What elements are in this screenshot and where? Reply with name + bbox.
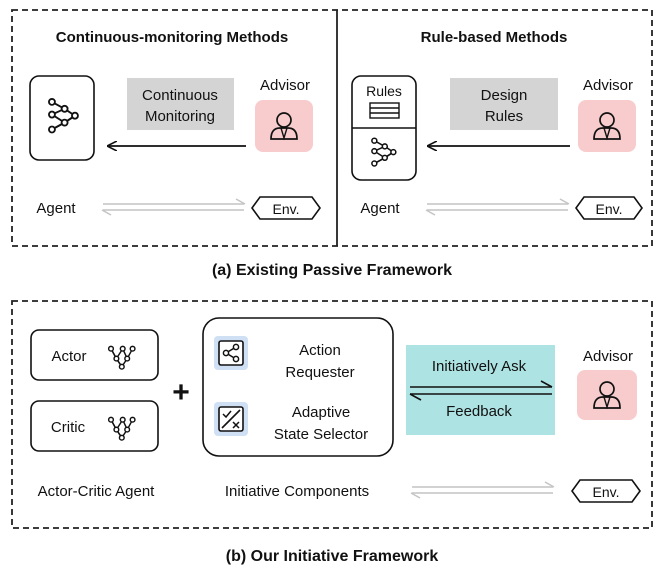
action-requester-line1: Action — [299, 342, 341, 359]
design-rules-line1: Design — [481, 87, 528, 104]
bottom-advisor-label: Advisor — [583, 348, 633, 365]
bottom-frame — [11, 300, 653, 529]
initiative-components-box — [202, 317, 394, 457]
right-advisor-label: Advisor — [583, 77, 633, 94]
feedback-label: Feedback — [446, 403, 512, 420]
initiatively-ask-label: Initiatively Ask — [432, 358, 527, 375]
rules-list-icon — [369, 102, 400, 119]
caption-a: (a) Existing Passive Framework — [212, 262, 452, 279]
right-advisor-box — [578, 100, 636, 152]
actor-critic-agent-caption: Actor-Critic Agent — [38, 483, 156, 500]
left-env-box — [251, 196, 321, 220]
bottom-env-label: Env. — [593, 484, 620, 500]
design-rules-box — [450, 78, 558, 130]
right-env-label: Env. — [596, 201, 623, 217]
continuous-monitoring-box — [127, 78, 234, 130]
state-selector-line2: State Selector — [274, 426, 368, 443]
action-requester-line2: Requester — [285, 364, 354, 381]
continuous-monitoring-line1: Continuous — [142, 87, 218, 104]
top-frame — [11, 9, 653, 247]
left-agent-box — [29, 75, 95, 161]
caption-b: (b) Our Initiative Framework — [226, 548, 439, 565]
initiatively-ask-box — [406, 345, 555, 435]
state-selector-line1: Adaptive — [292, 404, 350, 421]
continuous-monitoring-line2: Monitoring — [145, 108, 215, 125]
left-advisor-label: Advisor — [260, 77, 310, 94]
actor-label: Actor — [51, 348, 86, 365]
share-icon — [214, 336, 248, 370]
right-agent-label: Agent — [360, 200, 400, 217]
right-panel-title: Rule-based Methods — [421, 29, 568, 46]
rules-label: Rules — [366, 83, 402, 99]
initiative-components-caption: Initiative Components — [225, 483, 369, 500]
critic-label: Critic — [51, 419, 86, 436]
left-panel-title: Continuous-monitoring Methods — [56, 29, 288, 46]
actor-box — [30, 329, 159, 381]
left-env-label: Env. — [273, 201, 300, 217]
critic-box — [30, 400, 159, 452]
bottom-env-box — [571, 479, 641, 503]
left-advisor-box — [255, 100, 313, 152]
right-env-box — [575, 196, 643, 220]
selector-check-x-icon — [214, 402, 248, 436]
design-rules-line2: Rules — [485, 108, 523, 125]
bottom-advisor-box — [577, 370, 637, 420]
left-agent-label: Agent — [36, 200, 76, 217]
plus-sign: + — [172, 376, 190, 409]
